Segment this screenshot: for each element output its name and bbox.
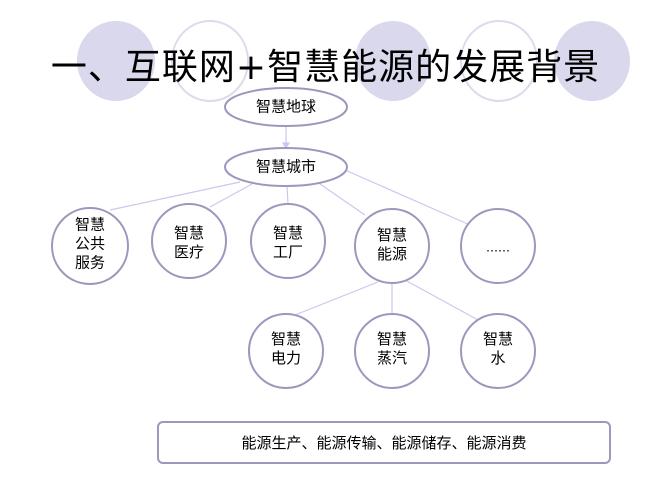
deco-circle-filled — [355, 21, 431, 101]
label-factory: 智慧 工厂 — [272, 224, 304, 261]
label-steam: 智慧 蒸汽 — [376, 330, 408, 367]
connector — [344, 169, 471, 226]
label-water: 智慧 水 — [482, 330, 514, 367]
node-medical — [151, 203, 227, 279]
node-more — [460, 208, 536, 284]
label-medical: 智慧 医疗 — [173, 224, 205, 261]
decorative-circles — [77, 20, 630, 102]
connector — [404, 279, 479, 321]
node-energy — [354, 208, 430, 284]
label-city: 智慧城市 — [255, 157, 317, 176]
node-water — [460, 313, 536, 389]
label-public: 智慧 公共 服务 — [74, 215, 106, 272]
deco-circle-outline — [171, 20, 249, 102]
deco-circle-filled — [77, 21, 155, 101]
nodes — [51, 87, 536, 389]
node-public — [51, 207, 129, 285]
node-steam — [354, 313, 430, 389]
label-power: 智慧 电力 — [270, 330, 302, 367]
connector — [294, 281, 379, 316]
connector — [209, 183, 253, 208]
slide-title: 一、互联网+智慧能源的发展背景 — [50, 47, 601, 88]
connector — [319, 183, 366, 216]
connectors — [109, 126, 479, 321]
label-earth: 智慧地球 — [255, 97, 317, 116]
node-factory — [250, 203, 326, 279]
node-earth — [224, 87, 348, 127]
energy-chain-box: 能源生产、能源传输、能源储存、能源消费 — [157, 421, 611, 464]
connector — [286, 185, 289, 205]
deco-circle-outline — [460, 20, 538, 102]
deco-circle-filled — [554, 21, 630, 101]
node-power — [248, 313, 324, 389]
connector — [109, 181, 241, 211]
energy-chain-text: 能源生产、能源传输、能源储存、能源消费 — [241, 434, 527, 452]
node-city — [224, 147, 348, 187]
label-energy: 智慧 能源 — [376, 226, 408, 263]
label-more: …… — [486, 240, 510, 255]
